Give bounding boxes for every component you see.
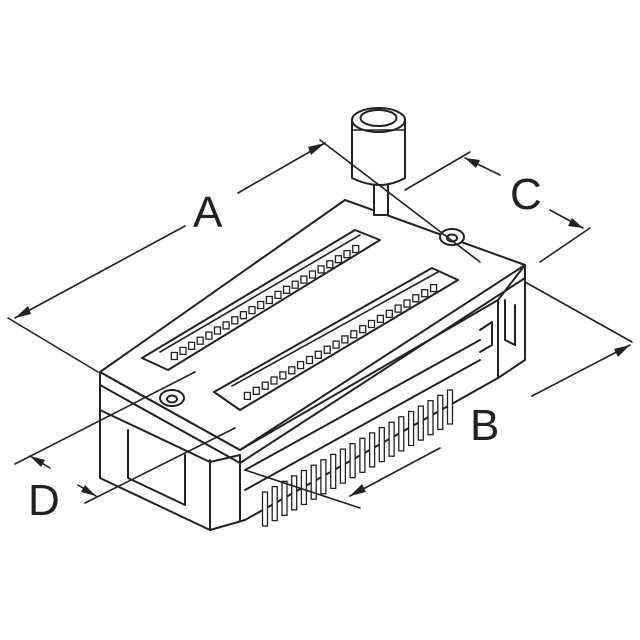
contact-tooth xyxy=(359,325,367,334)
contact-tooth xyxy=(205,331,213,340)
contact-tooth xyxy=(332,340,340,349)
socket-pin xyxy=(368,432,376,468)
contact-tooth xyxy=(296,360,305,370)
contact-tooth xyxy=(429,283,438,293)
contact-tooth xyxy=(213,326,222,335)
contact-tooth xyxy=(350,330,358,339)
contact-tooth xyxy=(196,336,204,345)
socket-pin xyxy=(427,400,434,436)
socket-pin xyxy=(388,421,395,457)
socket-pin xyxy=(398,416,405,452)
contact-tooth xyxy=(252,386,260,395)
dimension-lines xyxy=(7,139,633,509)
contact-tooth xyxy=(279,371,287,380)
contact-tooth xyxy=(376,314,385,324)
contact-row-upper xyxy=(170,244,360,361)
contact-tooth xyxy=(261,381,269,390)
contact-tooth xyxy=(170,351,178,361)
contact-tooth xyxy=(248,305,256,315)
socket-pin xyxy=(417,405,424,441)
contact-tooth xyxy=(308,270,317,279)
socket-pin xyxy=(359,437,366,473)
zif-lever xyxy=(351,107,406,216)
contact-tooth xyxy=(243,391,252,401)
contact-tooth xyxy=(343,249,351,259)
zif-socket-body xyxy=(99,199,526,531)
contact-tooth xyxy=(300,275,308,284)
contact-row-lower xyxy=(243,283,438,401)
contact-tooth xyxy=(231,316,239,325)
contact-tooth xyxy=(334,255,343,264)
contact-tooth xyxy=(274,290,282,300)
socket-pin xyxy=(339,448,347,484)
socket-pin xyxy=(407,410,415,447)
contact-tooth xyxy=(179,346,187,356)
contact-tooth xyxy=(265,295,273,305)
socket-pin xyxy=(378,426,385,463)
dimension-label-c: C xyxy=(510,170,542,219)
contact-tooth xyxy=(257,300,265,310)
contact-tooth xyxy=(394,304,402,313)
contact-tooth xyxy=(291,280,299,289)
contact-tooth xyxy=(282,285,291,294)
contact-tooth xyxy=(317,265,325,274)
socket-pin xyxy=(310,464,317,500)
socket-pin-row xyxy=(261,389,454,527)
contact-tooth xyxy=(305,355,314,365)
contact-tooth xyxy=(288,366,296,375)
contact-tooth xyxy=(323,345,331,354)
socket-pin xyxy=(330,453,337,490)
socket-pin xyxy=(271,485,278,522)
contact-tooth xyxy=(187,341,196,350)
contact-tooth xyxy=(314,350,322,359)
socket-pin xyxy=(281,480,288,516)
contact-tooth xyxy=(270,376,278,385)
dimension-label-d: D xyxy=(28,476,60,525)
contact-tooth xyxy=(352,244,360,254)
socket-pin xyxy=(437,394,444,431)
socket-pin xyxy=(291,475,298,511)
contact-tooth xyxy=(367,319,376,329)
socket-pin xyxy=(320,459,327,495)
socket-pin xyxy=(349,443,356,479)
contact-tooth xyxy=(239,311,248,320)
contact-tooth xyxy=(341,335,349,344)
contact-tooth xyxy=(385,309,393,318)
contact-tooth xyxy=(326,260,334,269)
contact-tooth xyxy=(412,294,420,303)
contact-tooth xyxy=(421,289,429,298)
socket-pin xyxy=(446,389,454,425)
socket-pin xyxy=(261,491,269,527)
contact-tooth xyxy=(222,321,230,330)
contact-tooth xyxy=(403,299,411,308)
dimension-label-a: A xyxy=(193,188,223,237)
socket-pin xyxy=(300,469,308,506)
dimension-label-b: B xyxy=(470,401,499,450)
